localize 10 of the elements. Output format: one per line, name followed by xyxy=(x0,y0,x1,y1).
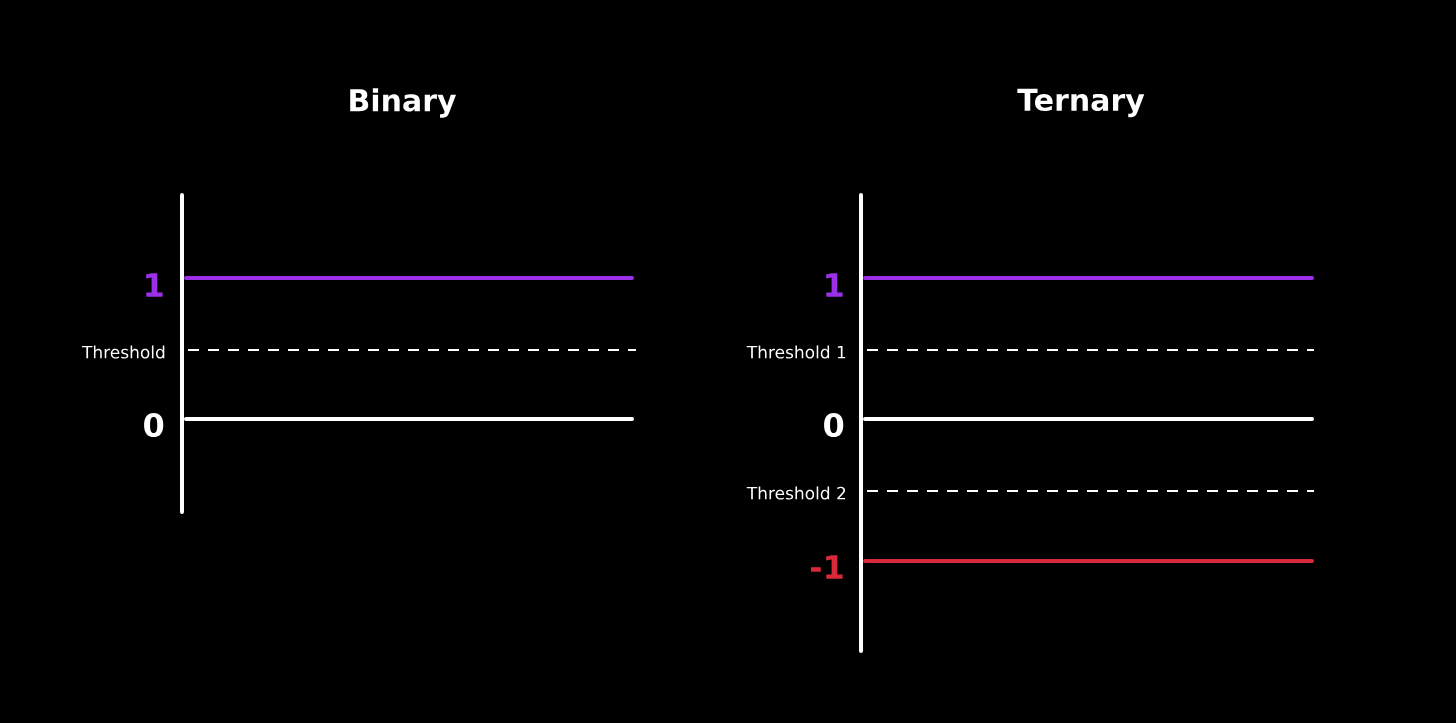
level-value: 1 xyxy=(826,273,843,297)
panel-title: Binary xyxy=(350,88,456,118)
level-value: 1 xyxy=(146,273,163,297)
level-value: 0 xyxy=(824,412,844,438)
threshold-label: Threshold 1 xyxy=(746,345,846,359)
level-value: -1 xyxy=(811,555,843,579)
threshold-label: Threshold xyxy=(82,345,165,359)
level-value: 0 xyxy=(144,412,164,438)
panel-title: Ternary xyxy=(1017,88,1145,118)
threshold-label: Threshold 2 xyxy=(746,486,846,500)
